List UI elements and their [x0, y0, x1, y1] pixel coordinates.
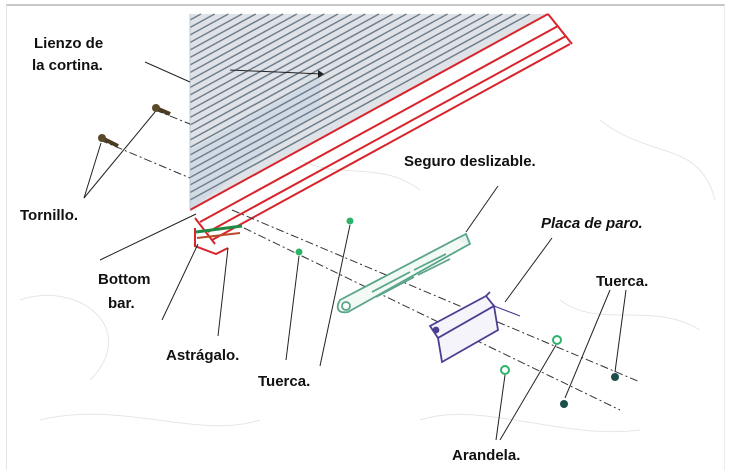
label-tuerca-left: Tuerca.: [258, 373, 311, 390]
nut-dark-1: [611, 373, 619, 381]
curtain-slat: [189, 13, 229, 36]
nut-dark-2: [560, 400, 568, 408]
curtain-slat: [189, 13, 216, 29]
curtain-slat: [189, 13, 353, 104]
curtain-slat: [189, 13, 243, 44]
stop-plate: [428, 291, 521, 364]
washer-1: [552, 335, 562, 345]
curtain-slat: [189, 13, 394, 126]
curtain-slat: [189, 13, 339, 96]
curtain-slat: [189, 13, 366, 111]
curtain-slat: [189, 13, 462, 164]
curtain-slat: [189, 13, 325, 89]
curtain-slat: [189, 13, 421, 141]
label-tuerca-right: Tuerca.: [596, 273, 649, 290]
screw-right: [152, 104, 171, 116]
nut-green-2: [295, 248, 303, 256]
curtain-slat: [189, 13, 270, 59]
diagram-frame: [6, 4, 725, 470]
curtain-slat: [189, 13, 517, 194]
curtain-slat: [189, 13, 298, 74]
background-sketch: [19, 119, 716, 433]
curtain-slat: [189, 13, 284, 66]
label-lienzo-line2: la cortina.: [32, 57, 103, 74]
curtain-slat: [189, 13, 531, 201]
label-tornillo: Tornillo.: [20, 207, 79, 224]
curtain-slat: [189, 13, 257, 51]
label-bottom-line2: bar.: [108, 295, 135, 312]
label-arandela: Arandela.: [452, 447, 521, 464]
curtain-slat: [189, 13, 311, 81]
slide-lock: [336, 232, 472, 314]
curtain-slat: [189, 13, 448, 156]
label-placa-de-paro: Placa de paro.: [541, 215, 643, 232]
label-astragalo: Astrágalo.: [166, 347, 240, 364]
curtain-slat: [189, 13, 435, 149]
curtain-slat: [189, 13, 476, 171]
astragal: [195, 224, 243, 239]
label-seguro-deslizable: Seguro deslizable.: [404, 153, 536, 170]
label-bottom-line1: Bottom: [98, 271, 151, 288]
curtain-slat: [189, 13, 380, 119]
curtain-slat: [189, 13, 503, 186]
curtain-slat: [189, 13, 489, 179]
nut-green-1: [346, 217, 354, 225]
washer-2: [500, 365, 510, 375]
leader-lines: [83, 61, 627, 441]
label-lienzo-line1: Lienzo de: [34, 35, 104, 52]
curtain-slat: [189, 13, 202, 21]
screw-left: [98, 134, 119, 148]
